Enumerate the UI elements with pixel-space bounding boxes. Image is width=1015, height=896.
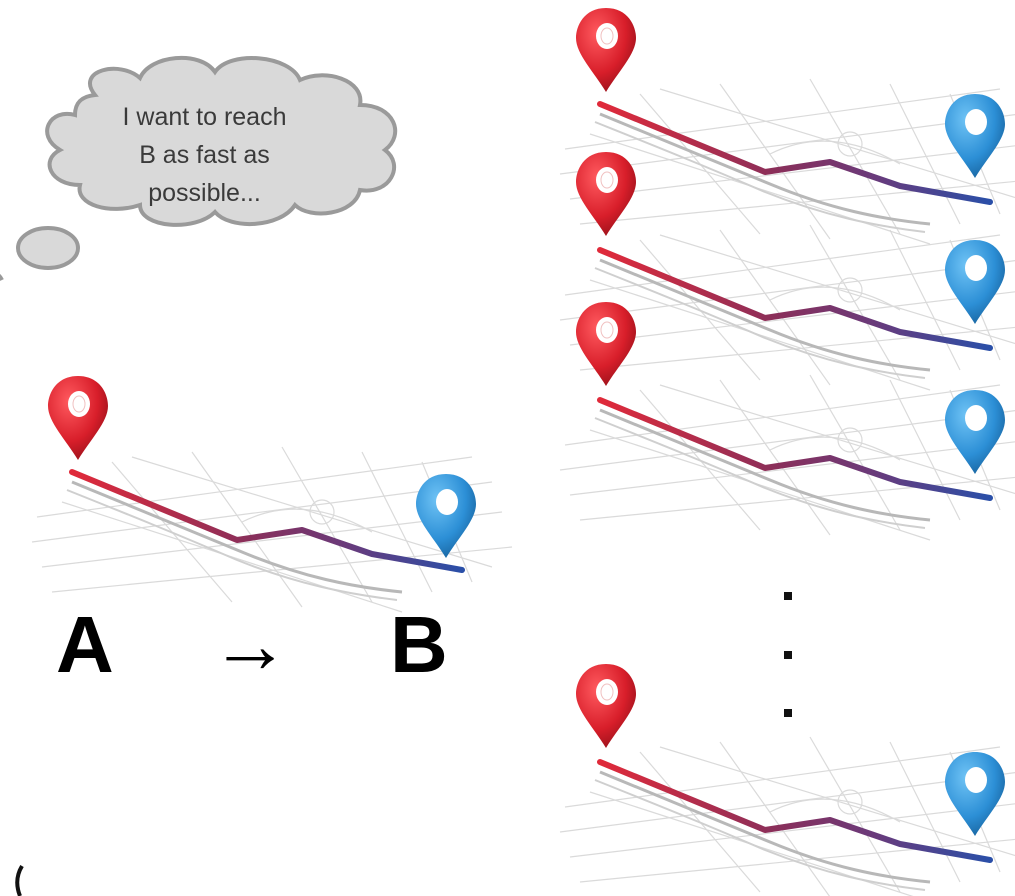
thought-line: I want to reach	[122, 103, 287, 131]
end-label: B	[390, 600, 448, 689]
thought-text: I want to reach B as fast as possible...	[92, 98, 317, 212]
arrow-icon: →	[210, 600, 290, 689]
route-map-option-n	[560, 737, 1015, 896]
stray-mark	[15, 864, 24, 896]
thought-cloud	[0, 55, 398, 282]
end-pin-icon	[945, 94, 1005, 178]
start-pin-icon	[575, 301, 637, 387]
ellipsis-dot	[784, 651, 792, 659]
start-pin-icon	[47, 375, 109, 461]
thought-line: B as fast as	[139, 141, 270, 169]
route-map-option-2	[560, 225, 1015, 390]
end-pin-icon	[416, 474, 476, 558]
end-pin-icon	[945, 240, 1005, 324]
ellipsis-dot	[784, 592, 792, 600]
thought-line: possible...	[148, 179, 261, 207]
start-pin-icon	[575, 663, 637, 749]
ellipsis-dot	[784, 709, 792, 717]
start-pin-icon	[575, 7, 637, 93]
end-pin-icon	[945, 390, 1005, 474]
start-label: A	[56, 600, 114, 689]
end-pin-icon	[945, 752, 1005, 836]
route-map-option-3	[560, 375, 1015, 540]
